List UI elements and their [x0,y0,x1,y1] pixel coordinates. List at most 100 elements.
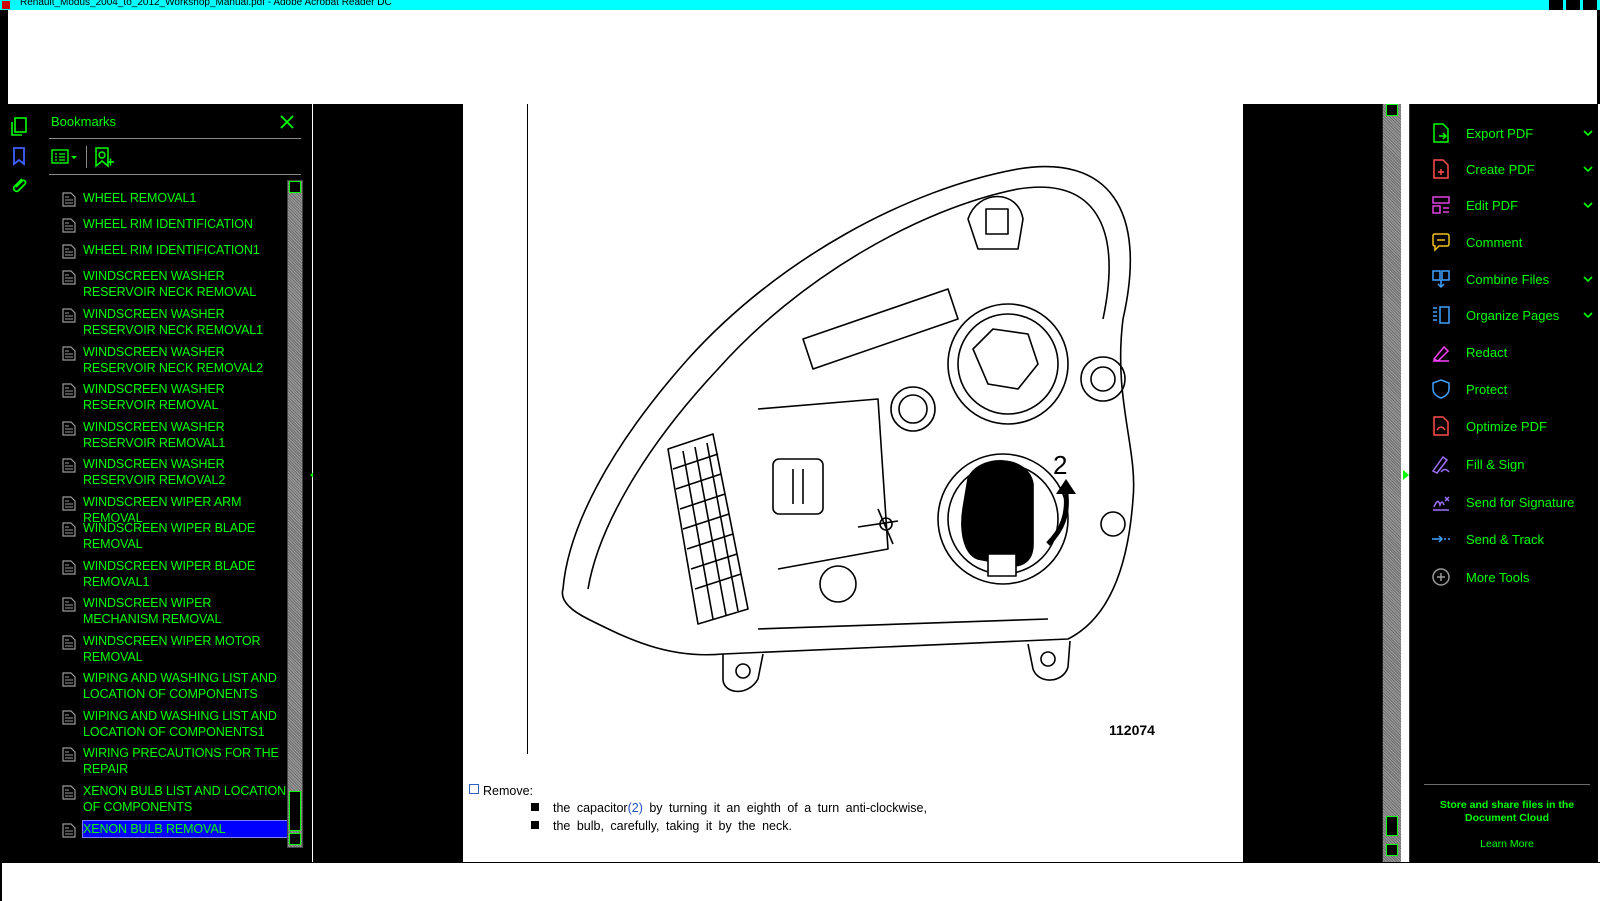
navigation-rail [0,104,38,863]
bookmark-label: WINDSCREEN WASHER RESERVOIR NECK REMOVAL [83,269,257,299]
bookmarks-icon[interactable] [8,145,30,167]
minimize-button[interactable] [1549,0,1563,10]
close-window-button[interactable] [1583,0,1597,10]
bullet-icon [531,821,539,829]
scroll-down-arrow[interactable] [1386,844,1398,856]
tool-organize-pages[interactable]: Organize Pages [1430,304,1593,328]
tool-create-pdf[interactable]: Create PDF [1430,158,1593,182]
learn-more-link[interactable]: Learn More [1480,838,1534,850]
tool-label: Edit PDF [1466,198,1519,213]
headlamp-diagram: 2 [561,165,1135,693]
page-thumbnails-icon[interactable] [8,116,30,138]
bookmark-page-icon [62,560,76,575]
tool-edit-pdf[interactable]: Edit PDF [1430,194,1593,218]
title-bar: Renault_Modus_2004_to_2012_Workshop_Manu… [0,0,1600,10]
fill-sign-icon [1431,455,1450,474]
pdf-page: 2 112074 Remove: the capacitor(2) by tur… [463,104,1243,863]
bookmark-label: WINDSCREEN WASHER RESERVOIR REMOVAL1 [83,420,226,450]
bookmark-label: WIRING PRECAUTIONS FOR THE REPAIR [83,746,279,776]
bookmark-page-icon [62,270,76,285]
tool-combine-files[interactable]: Combine Files [1430,268,1593,292]
tool-redact[interactable]: Redact [1430,341,1590,365]
bookmarks-scrollbar[interactable] [287,180,303,848]
window-edge-left [0,863,2,901]
bookmark-label: WINDSCREEN WASHER RESERVOIR NECK REMOVAL… [83,307,263,337]
tool-send-for-signature[interactable]: Send for Signature [1430,491,1590,515]
bookmark-page-icon [62,244,76,259]
bookmark-page-icon [62,421,76,436]
chevron-down-icon[interactable] [1582,200,1594,210]
divider [1424,784,1590,785]
checkbox-icon [469,784,479,794]
bookmark-label: WINDSCREEN WASHER RESERVOIR REMOVAL [83,382,225,412]
bookmark-label: WINDSCREEN WIPER ARM REMOVAL [83,495,242,525]
bookmark-page-icon [62,218,76,233]
tool-label: Send & Track [1466,532,1545,547]
page-margin-line [527,104,528,754]
close-icon[interactable] [277,112,297,132]
scroll-thumb[interactable] [289,791,301,831]
bookmark-label: WINDSCREEN WASHER RESERVOIR REMOVAL2 [83,457,226,487]
more-tools-icon [1432,568,1450,586]
scroll-down-arrow[interactable] [289,833,301,845]
bookmark-page-icon [62,346,76,361]
window-title: Renault_Modus_2004_to_2012_Workshop_Manu… [20,0,392,8]
tool-fill-sign[interactable]: Fill & Sign [1430,453,1590,477]
tool-label: Comment [1466,235,1523,250]
tool-export-pdf[interactable]: Export PDF [1430,122,1593,146]
tool-label: Fill & Sign [1466,457,1525,472]
tool-optimize-pdf[interactable]: Optimize PDF [1430,415,1590,439]
create-pdf-icon [1433,159,1449,179]
send-track-icon [1432,535,1450,543]
collapse-right-panel-arrow[interactable] [1403,470,1409,480]
bookmark-label: WINDSCREEN WIPER MECHANISM REMOVAL [83,596,222,626]
tool-label: More Tools [1466,570,1530,585]
chevron-down-icon[interactable] [1582,274,1594,284]
combine-files-icon [1432,270,1450,289]
scroll-up-arrow[interactable] [289,181,301,193]
tool-label: Send for Signature [1466,495,1575,510]
bookmark-options-icon[interactable] [51,148,79,166]
protect-icon [1432,379,1450,399]
tool-label: Export PDF [1466,126,1534,141]
chevron-down-icon[interactable] [1582,128,1594,138]
reference-link[interactable]: (2) [627,801,643,815]
bookmark-page-icon [62,383,76,398]
tool-comment[interactable]: Comment [1430,231,1590,255]
bookmark-label: XENON BULB LIST AND LOCATION OF COMPONEN… [83,784,287,814]
window-edge-left [0,10,8,104]
chevron-down-icon[interactable] [1582,310,1594,320]
scroll-up-arrow[interactable] [1386,104,1398,116]
bookmark-page-icon [62,785,76,800]
bookmark-page-icon [62,458,76,473]
bookmark-label: WINDSCREEN WIPER MOTOR REMOVAL [83,634,261,664]
divider [49,174,301,175]
maximize-button[interactable] [1566,0,1580,10]
tool-label: Redact [1466,345,1508,360]
scroll-thumb[interactable] [1386,816,1398,836]
bookmark-page-icon [62,635,76,650]
chevron-down-icon[interactable] [1582,164,1594,174]
bullet-icon [531,803,539,811]
divider [86,146,87,168]
comment-icon [1432,233,1450,252]
document-viewer[interactable]: 2 112074 Remove: the capacitor(2) by tur… [313,104,1401,863]
tool-label: Protect [1466,382,1508,397]
tool-more-tools[interactable]: More Tools [1430,566,1590,590]
bookmark-page-icon [62,192,76,207]
optimize-pdf-icon [1433,416,1449,436]
bookmark-label: WHEEL REMOVAL1 [83,191,197,205]
new-bookmark-icon[interactable] [93,146,115,168]
edit-pdf-icon [1432,196,1450,214]
bookmark-label: WINDSCREEN WIPER BLADE REMOVAL [83,521,256,551]
tool-send-track[interactable]: Send & Track [1430,528,1590,552]
bookmark-label: XENON BULB REMOVAL [82,820,287,838]
document-scrollbar[interactable] [1382,104,1401,863]
tool-protect[interactable]: Protect [1430,378,1590,402]
attachments-icon[interactable] [8,174,30,196]
bookmark-page-icon [62,672,76,687]
divider [49,138,301,139]
